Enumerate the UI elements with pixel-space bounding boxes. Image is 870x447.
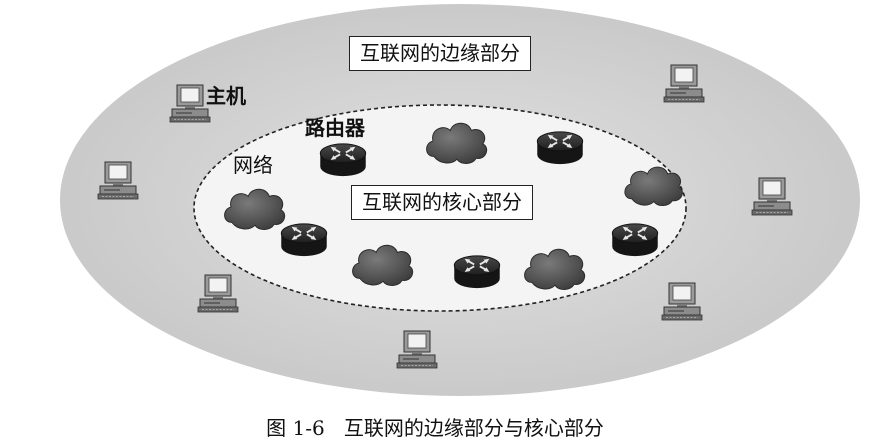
router-label: 路由器 — [305, 116, 365, 140]
core-region-label: 互联网的核心部分 — [351, 185, 533, 220]
router-icon — [280, 222, 328, 258]
network-label: 网络 — [233, 153, 273, 177]
figure-caption: 图 1-6 互联网的边缘部分与核心部分 — [0, 412, 870, 441]
host-label: 主机 — [206, 84, 246, 108]
figure-caption-text: 互联网的边缘部分与核心部分 — [343, 416, 604, 440]
router-icon — [453, 254, 501, 290]
figure-number: 图 1-6 — [266, 416, 325, 440]
router-icon — [611, 222, 659, 258]
router-icon — [319, 142, 367, 178]
router-icon — [536, 130, 584, 166]
edge-region-label: 互联网的边缘部分 — [349, 36, 531, 71]
